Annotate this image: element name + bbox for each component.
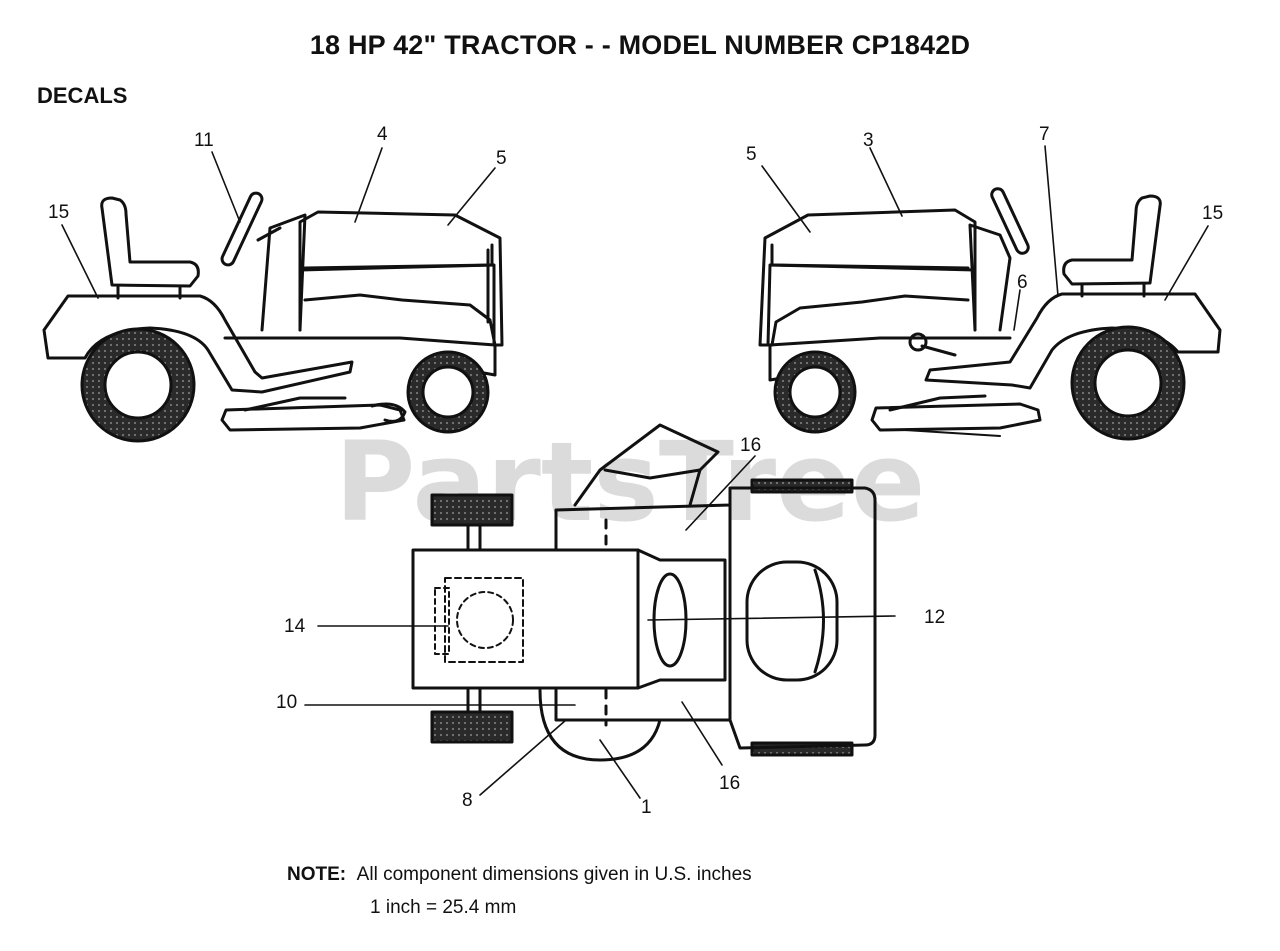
callout-16-bottom: 16 xyxy=(719,773,740,794)
callout-12: 12 xyxy=(924,607,945,628)
callout-8: 8 xyxy=(462,790,473,811)
steering-wheel-left xyxy=(220,191,264,267)
tractor-left-side-view xyxy=(42,191,504,443)
rear-body-top xyxy=(411,548,640,690)
diagram-title: 18 HP 42" TRACTOR - - MODEL NUMBER CP184… xyxy=(309,30,971,60)
callout-11: 11 xyxy=(194,130,214,151)
callout-15-left: 15 xyxy=(48,202,69,223)
section-heading: DECALS xyxy=(37,83,128,108)
callout-4: 4 xyxy=(377,124,388,145)
front-wheel-top-upper xyxy=(750,478,854,494)
hood-right xyxy=(758,208,977,347)
callout-10: 10 xyxy=(276,692,297,713)
note-label: NOTE: xyxy=(287,864,347,885)
callout-3: 3 xyxy=(863,130,874,151)
callout-15-right: 15 xyxy=(1202,203,1223,224)
callout-5-right: 5 xyxy=(746,144,757,165)
rear-wheel-top-upper xyxy=(430,493,514,527)
tractor-body-top xyxy=(554,486,877,750)
callout-1: 1 xyxy=(641,797,652,818)
note-line-1: All component dimensions given in U.S. i… xyxy=(356,864,752,885)
rear-wheel-top-lower xyxy=(430,710,514,744)
seat-right xyxy=(1062,194,1162,286)
seat-left xyxy=(100,196,200,288)
tractor-top-view xyxy=(411,423,877,762)
tractor-right-side-view xyxy=(758,187,1222,441)
callout-5-left: 5 xyxy=(496,148,507,169)
callout-16-top: 16 xyxy=(740,435,761,456)
note-block: NOTE: All component dimensions given in … xyxy=(287,858,752,924)
leader-lines xyxy=(61,145,1209,799)
hood-left xyxy=(298,210,504,347)
fuel-cap-top xyxy=(745,560,839,682)
callout-14: 14 xyxy=(284,616,306,637)
callout-7: 7 xyxy=(1039,124,1050,145)
steering-wheel-right xyxy=(990,187,1030,255)
callout-6: 6 xyxy=(1017,272,1028,293)
note-line-2: 1 inch = 25.4 mm xyxy=(370,897,517,918)
